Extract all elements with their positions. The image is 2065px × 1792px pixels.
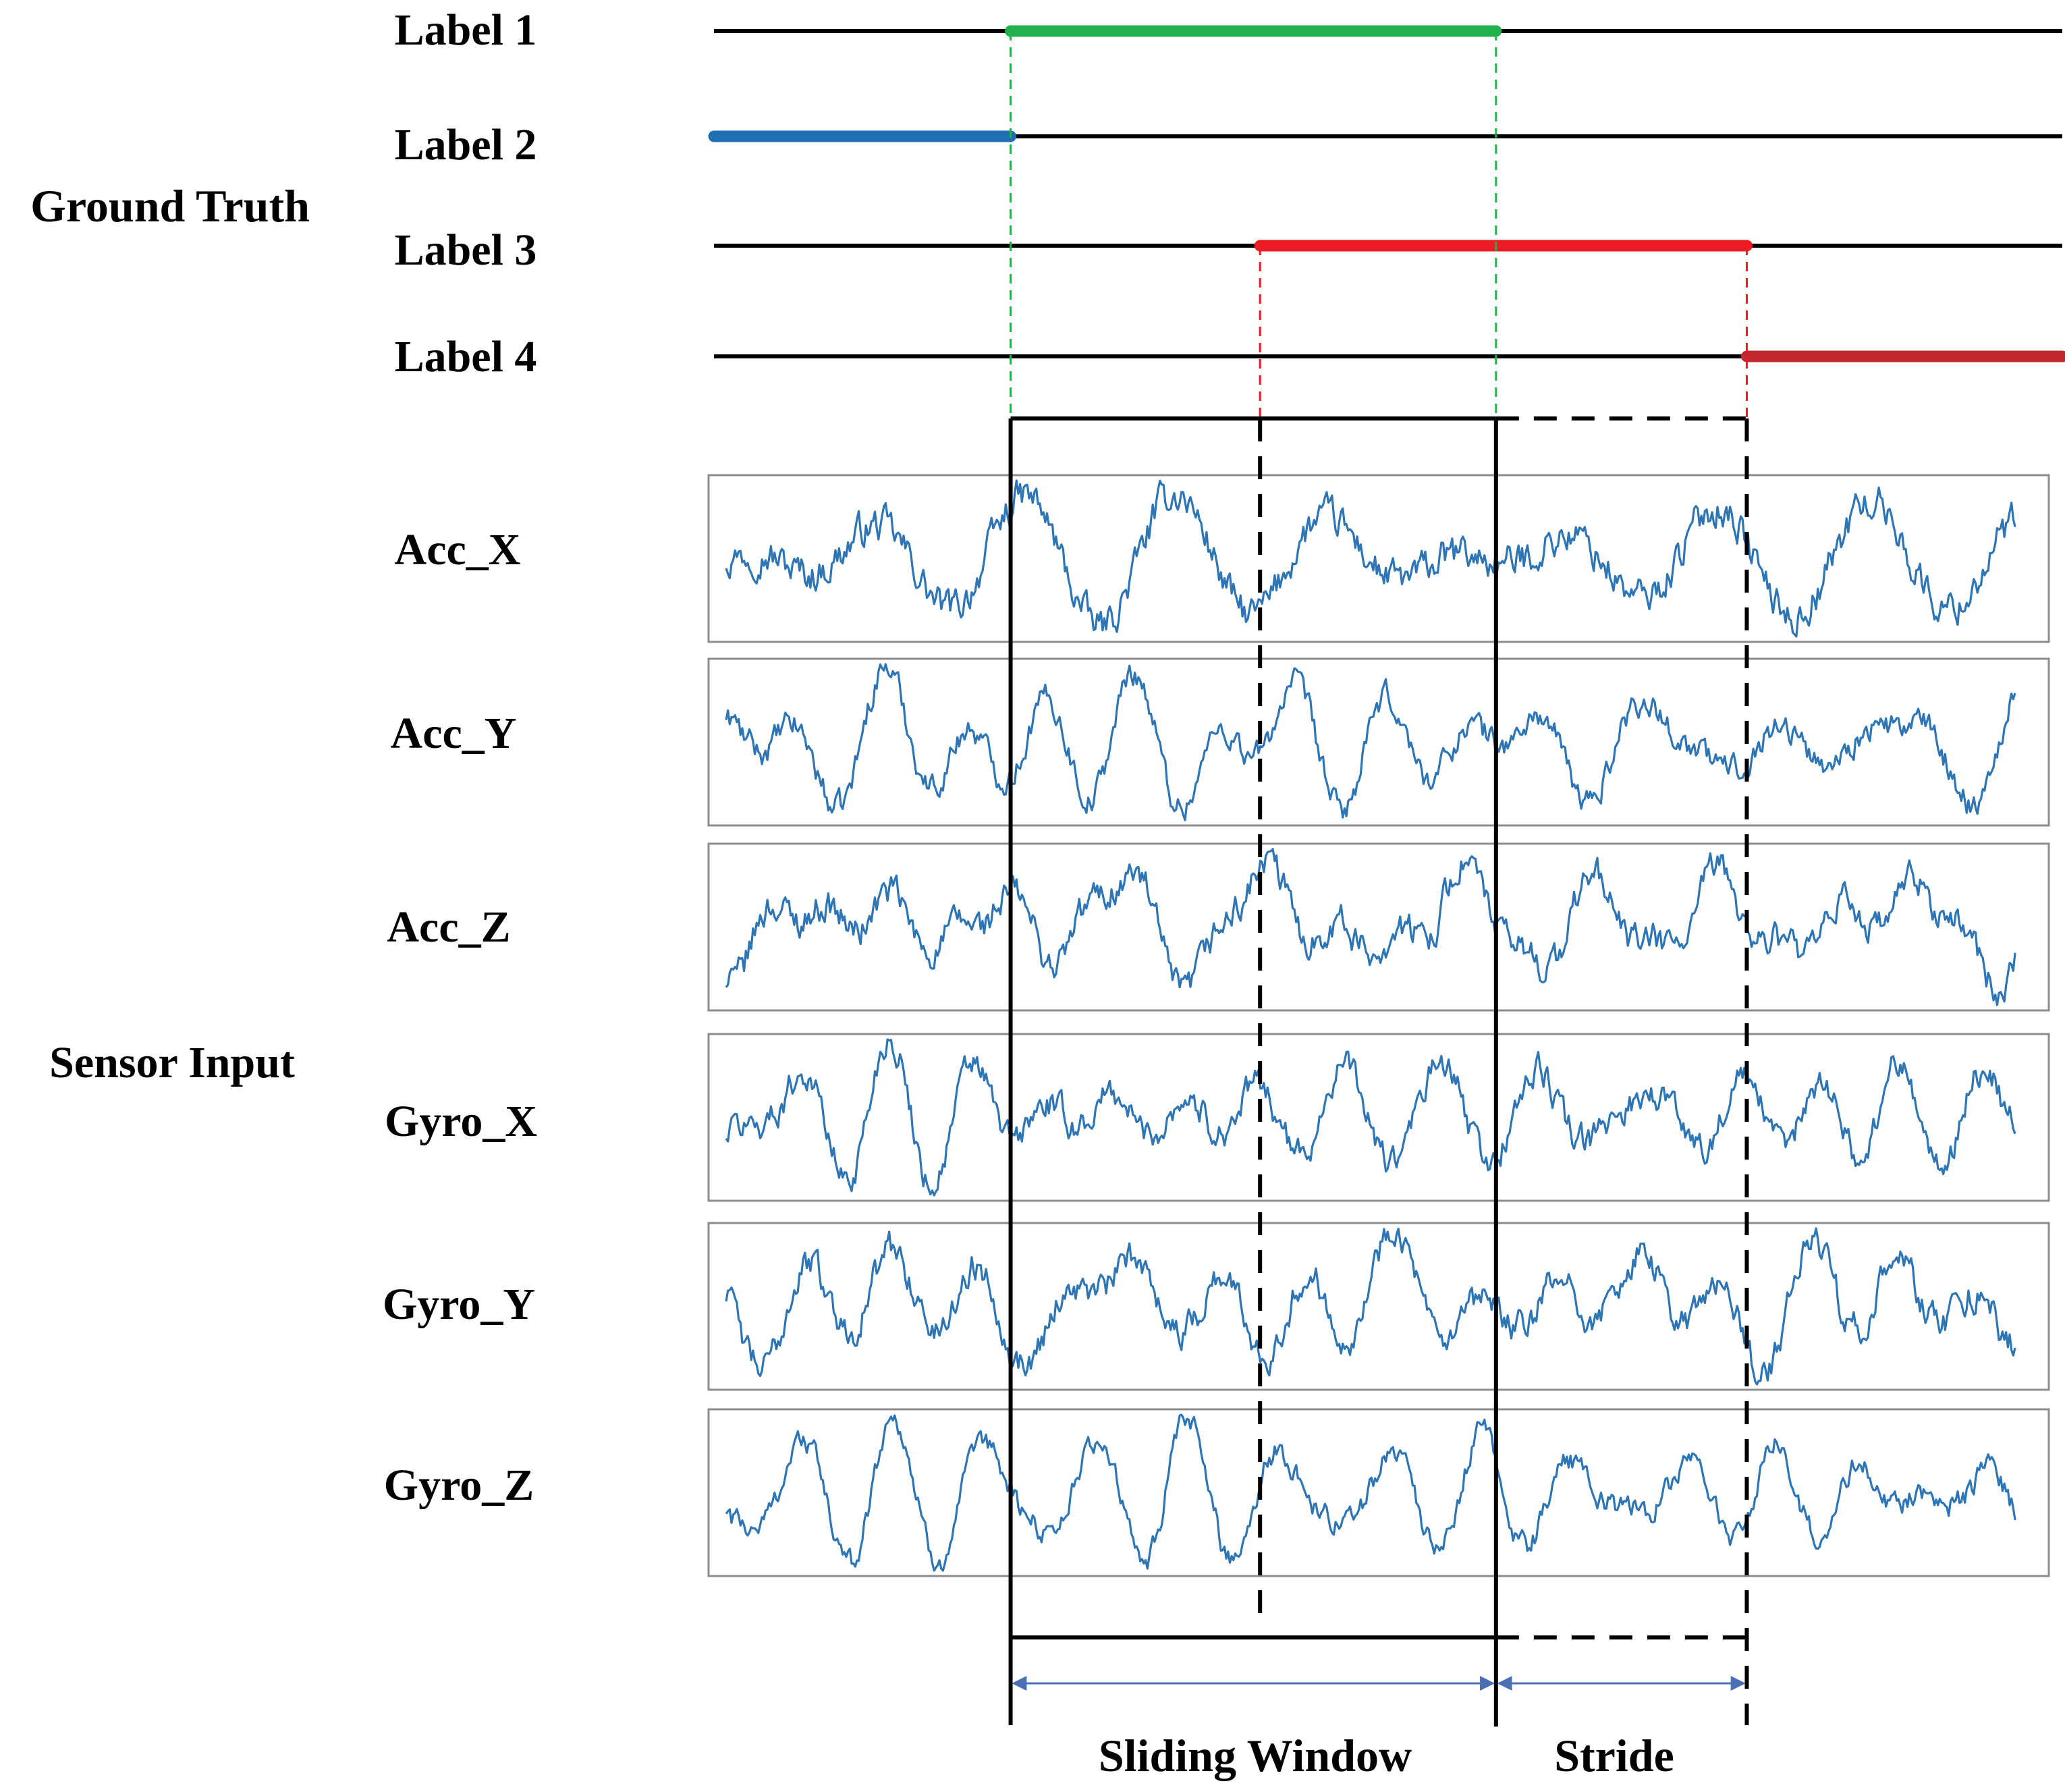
- signal-trace-gyro-z: [725, 1413, 2016, 1572]
- channel-panel-acc-y: [707, 657, 2050, 827]
- signal-trace-acc-y: [725, 663, 2016, 821]
- sensor-input-title: Sensor Input: [49, 1038, 295, 1087]
- channel-panel-gyro-x: [707, 1033, 2050, 1202]
- sensor-channel-panels: [707, 474, 2050, 1577]
- channel-panel-acc-x: [707, 474, 2050, 643]
- signal-trace-gyro-x: [725, 1038, 2016, 1197]
- channel-panel-acc-z: [707, 842, 2050, 1012]
- channel-gyro-x-name: Gyro_X: [385, 1097, 537, 1146]
- channel-gyro-y-name: Gyro_Y: [383, 1280, 535, 1329]
- stride-label: Stride: [1554, 1730, 1674, 1781]
- signal-trace-gyro-y: [725, 1227, 2016, 1386]
- window-frame: [1008, 416, 1749, 1727]
- signal-trace-acc-z: [725, 848, 2016, 1006]
- sliding-window-label: Sliding Window: [1099, 1730, 1412, 1781]
- channel-acc-x-name: Acc_X: [395, 525, 521, 574]
- channel-panel-gyro-z: [707, 1408, 2050, 1577]
- label-timelines: [708, 25, 2065, 362]
- ground-truth-title: Ground Truth: [30, 180, 310, 232]
- label-2-name: Label 2: [395, 120, 537, 169]
- boundary-guides: [1010, 31, 1748, 418]
- channel-gyro-z-name: Gyro_Z: [384, 1461, 534, 1510]
- label-4-name: Label 4: [395, 332, 537, 381]
- channel-acc-z-name: Acc_Z: [387, 902, 510, 952]
- label-1-name: Label 1: [395, 5, 537, 55]
- label-3-name: Label 3: [395, 225, 537, 275]
- signal-trace-acc-x: [725, 479, 2016, 638]
- channel-acc-y-name: Acc_Y: [391, 709, 517, 758]
- channel-panel-gyro-y: [707, 1222, 2050, 1391]
